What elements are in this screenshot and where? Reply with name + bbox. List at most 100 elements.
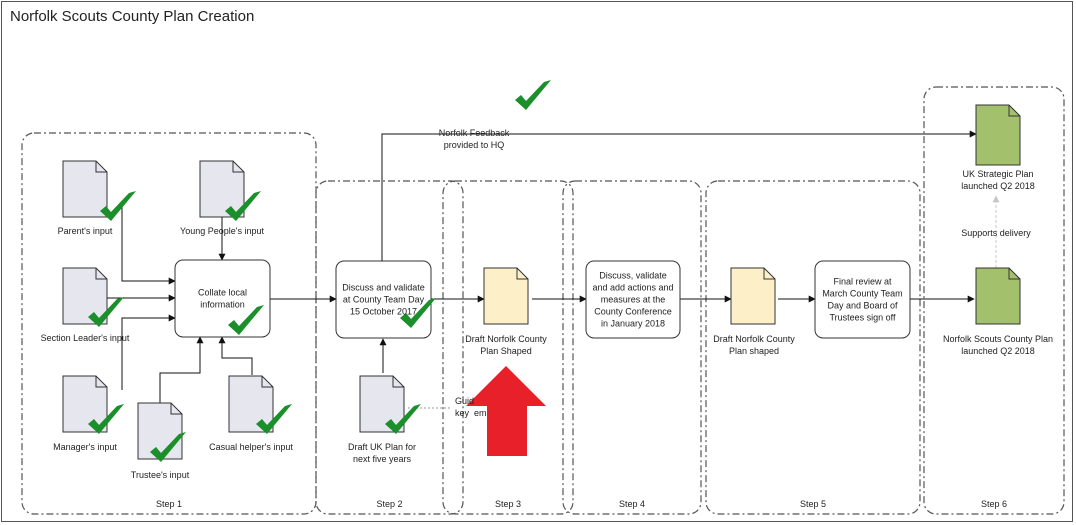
document-label-draft-norfolk3-line: Draft Norfolk County	[465, 334, 547, 344]
step-label-s6: Step 6	[981, 499, 1007, 509]
step-container-s3	[442, 180, 574, 515]
step-label-s1-line: Step 1	[156, 499, 182, 509]
document-draft-norfolk5	[730, 267, 776, 325]
connector-trustee-collate	[159, 336, 204, 403]
step-container-s1	[21, 132, 317, 515]
document-casual-fold	[261, 376, 273, 388]
process-label-final-line: March County Team	[822, 289, 902, 299]
document-label-draft-norfolk5-line: Plan shaped	[729, 346, 779, 356]
check-icon	[256, 404, 292, 434]
highlight-red-arrow	[466, 366, 546, 456]
process-label-collate: Collate local information	[198, 288, 247, 310]
step-label-s2: Step 2	[376, 499, 402, 509]
document-label-manager: Manager's input	[53, 442, 117, 452]
process-label-discuss4-line: Discuss, validate	[599, 271, 667, 281]
process-label-discuss4-line: measures at the	[601, 295, 666, 305]
process-label-final-line: Day and Board of	[827, 301, 898, 311]
label-guidance-partial-line: key	[455, 408, 470, 418]
document-label-young-line: Young People's input	[180, 226, 264, 236]
document-label-draft-norfolk3-line: Plan Shaped	[480, 346, 532, 356]
document-draft-norfolk3	[483, 267, 529, 325]
document-draft-uk-fold	[392, 376, 404, 388]
step-container-s5	[705, 180, 921, 515]
document-draft-uk	[359, 375, 405, 433]
process-label-discuss2-line: 15 October 2017	[350, 307, 417, 317]
document-label-draft-uk-line: next five years	[353, 454, 412, 464]
document-trustee-fold	[170, 403, 182, 415]
step-label-s5: Step 5	[800, 499, 826, 509]
document-norfolk-plan-fold	[1008, 268, 1020, 280]
process-label-discuss4: Discuss, validate and add actions and meas…	[592, 271, 673, 329]
process-label-collate-line: Collate local	[198, 288, 247, 298]
document-label-casual: Casual helper's input	[209, 442, 293, 452]
document-trustee	[137, 402, 183, 460]
document-label-manager-line: Manager's input	[53, 442, 117, 452]
process-box-collate	[174, 259, 271, 338]
document-draft-norfolk3-fold	[516, 268, 528, 280]
check-icon	[100, 191, 136, 221]
label-feedback-hq: Norfolk Feedback provided to HQ	[439, 128, 510, 150]
process-box-final	[814, 260, 911, 339]
document-manager-fold	[95, 376, 107, 388]
document-label-draft-uk-line: Draft UK Plan for	[348, 442, 416, 452]
step-label-s1: Step 1	[156, 499, 182, 509]
label-supports-delivery: Supports delivery	[961, 228, 1031, 238]
document-label-norfolk-plan-line: launched Q2 2018	[961, 346, 1035, 356]
process-label-discuss4-line: and add actions and	[592, 283, 673, 293]
document-label-norfolk-plan-line: Norfolk Scouts County Plan	[943, 334, 1053, 344]
label-feedback-hq-line: Norfolk Feedback	[439, 128, 510, 138]
step-label-s5-line: Step 5	[800, 499, 826, 509]
document-label-uk-strategic-line: launched Q2 2018	[961, 181, 1035, 191]
process-label-discuss4-line: County Conference	[594, 307, 672, 317]
label-guidance-partial-line: Guid	[455, 396, 474, 406]
document-parents	[62, 160, 108, 218]
process-label-discuss2-line: Discuss and validate	[342, 283, 425, 293]
check-icon	[88, 297, 124, 327]
document-label-section-line: Section Leader's input	[41, 333, 130, 343]
document-section	[62, 267, 108, 325]
process-label-collate-line: information	[200, 300, 245, 310]
document-label-trustee: Trustee's input	[131, 470, 190, 480]
step-label-s4: Step 4	[619, 499, 645, 509]
page-title: Norfolk Scouts County Plan Creation	[10, 8, 255, 25]
label-guidance-tail-line: em	[474, 408, 487, 418]
check-icon	[515, 80, 551, 110]
document-uk-strategic	[975, 104, 1021, 166]
document-casual	[228, 375, 274, 433]
process-label-discuss4-line: in January 2018	[601, 319, 665, 329]
label-guidance-tail: em	[474, 408, 487, 418]
step-label-s4-line: Step 4	[619, 499, 645, 509]
document-label-casual-line: Casual helper's input	[209, 442, 293, 452]
process-label-final-line: Trustees sign off	[829, 313, 896, 323]
label-feedback-hq-line: provided to HQ	[444, 140, 505, 150]
step-container-s6	[923, 86, 1065, 515]
check-icon	[88, 404, 124, 434]
process-label-final-line: Final review at	[833, 277, 892, 287]
document-parents-fold	[95, 161, 107, 173]
connector-feedback-ukstrategic	[381, 130, 977, 262]
step-label-s6-line: Step 6	[981, 499, 1007, 509]
check-icon	[150, 432, 186, 462]
document-label-parents: Parent's input	[58, 226, 113, 236]
document-manager	[62, 375, 108, 433]
document-young	[199, 160, 245, 218]
document-label-uk-strategic: UK Strategic Plan launched Q2 2018	[961, 169, 1035, 191]
document-label-young: Young People's input	[180, 226, 264, 236]
connector-parents-collate	[121, 205, 176, 285]
document-label-draft-uk: Draft UK Plan for next five years	[348, 442, 416, 464]
document-young-fold	[232, 161, 244, 173]
document-label-uk-strategic-line: UK Strategic Plan	[962, 169, 1033, 179]
step-label-s2-line: Step 2	[376, 499, 402, 509]
label-supports-delivery-line: Supports delivery	[961, 228, 1031, 238]
connector-manager-collate	[121, 314, 176, 390]
step-container-s2	[315, 180, 464, 515]
check-icon	[400, 298, 436, 328]
document-label-draft-norfolk5-line: Draft Norfolk County	[713, 334, 795, 344]
document-label-section: Section Leader's input	[41, 333, 130, 343]
